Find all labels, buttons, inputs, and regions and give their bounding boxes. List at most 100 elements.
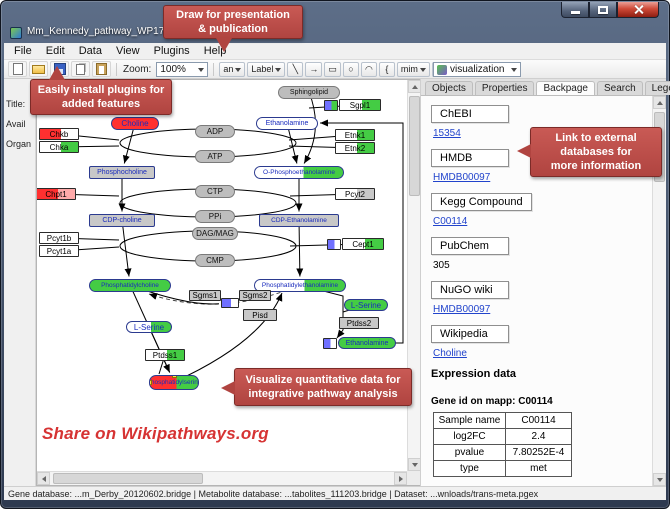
pathway-edge[interactable] bbox=[299, 284, 345, 339]
pathway-node-sgms2[interactable]: Sgms2 bbox=[239, 289, 271, 301]
selection-handle[interactable] bbox=[150, 375, 152, 378]
canvas-vertical-scrollbar[interactable] bbox=[407, 80, 421, 471]
pathway-node-ptdss1[interactable]: Ptdss1 bbox=[145, 349, 185, 361]
pathway-node-comp_cept1[interactable] bbox=[327, 238, 341, 250]
pathway-node-cmp[interactable]: CMP bbox=[195, 253, 235, 267]
title-bar[interactable]: Mm_Kennedy_pathway_WP1771_45176.gpml bbox=[1, 1, 669, 43]
scroll-down-button[interactable] bbox=[408, 458, 421, 471]
label-tool[interactable]: Label bbox=[247, 61, 286, 77]
pathway-node-lserine_right[interactable]: L-Serine bbox=[344, 299, 388, 311]
selection-handle[interactable] bbox=[172, 375, 177, 378]
pathway-edge[interactable] bbox=[122, 122, 136, 164]
minimize-button[interactable] bbox=[561, 2, 589, 18]
oval-tool[interactable]: ○ bbox=[342, 61, 359, 77]
maximize-button[interactable] bbox=[589, 2, 617, 18]
pathway-node-pisd[interactable]: Pisd bbox=[243, 309, 277, 321]
selection-handle[interactable] bbox=[198, 380, 199, 385]
backpage-external-link[interactable]: HMDB00097 bbox=[433, 304, 491, 315]
pathway-node-dag[interactable]: DAG/MAG bbox=[192, 226, 238, 240]
canvas-horizontal-scrollbar[interactable] bbox=[37, 471, 407, 485]
paste-icon bbox=[96, 63, 107, 75]
pathway-node-sgpl1[interactable]: Sgpl1 bbox=[339, 99, 381, 111]
chevron-down-icon bbox=[511, 68, 517, 75]
open-file-button[interactable] bbox=[29, 61, 48, 77]
pathway-node-ethanolamine_br[interactable]: Ethanolamine bbox=[338, 337, 396, 349]
pathway-node-ctp[interactable]: CTP bbox=[195, 184, 235, 198]
horizontal-scrollbar-thumb[interactable] bbox=[53, 473, 203, 484]
tab-properties[interactable]: Properties bbox=[474, 81, 535, 95]
backpage-external-link[interactable]: 15354 bbox=[433, 128, 461, 139]
mim-interaction-tool[interactable]: mim bbox=[396, 61, 430, 77]
backpage-external-link[interactable]: C00114 bbox=[433, 216, 468, 227]
pathway-node-cdp_choline[interactable]: CDP-choline bbox=[89, 213, 155, 227]
graphical-line-tool[interactable]: → bbox=[305, 61, 323, 77]
vertical-scrollbar-thumb[interactable] bbox=[409, 96, 420, 196]
pathway-node-lserine_left[interactable]: L-Serine bbox=[126, 321, 172, 333]
zoom-select[interactable]: 100% bbox=[156, 61, 209, 77]
paste-button[interactable] bbox=[92, 61, 111, 77]
pathway-node-ethanolamine_top[interactable]: Ethanolamine bbox=[256, 116, 318, 130]
pathway-node-chkb[interactable]: Chkb bbox=[39, 128, 79, 140]
tab-backpage[interactable]: Backpage bbox=[536, 81, 595, 95]
pathway-node-sphingolipid[interactable]: Sphingolipid bbox=[278, 85, 340, 99]
pathway-node-cept1[interactable]: Cept1 bbox=[342, 238, 384, 250]
pathway-node-o_pe[interactable]: O-Phosphoethanolamine bbox=[254, 165, 344, 179]
pathway-edge[interactable] bbox=[286, 122, 299, 164]
line-tool[interactable]: ╲ bbox=[287, 61, 304, 77]
visualization-value: visualization bbox=[450, 64, 505, 75]
pathway-node-pcyt1b[interactable]: Pcyt1b bbox=[39, 232, 79, 244]
menu-plugins[interactable]: Plugins bbox=[153, 45, 190, 57]
visualization-select[interactable]: visualization bbox=[433, 62, 521, 77]
pathway-node-sgms1[interactable]: Sgms1 bbox=[189, 289, 221, 301]
pathway-node-ps[interactable]: Phosphatidylserine bbox=[149, 374, 199, 390]
pathway-node-pcyt2[interactable]: Pcyt2 bbox=[335, 188, 375, 200]
close-button[interactable] bbox=[617, 2, 659, 18]
tab-search[interactable]: Search bbox=[596, 81, 643, 95]
pathway-node-ptdss2[interactable]: Ptdss2 bbox=[339, 317, 379, 329]
pathway-edge[interactable] bbox=[121, 219, 132, 277]
menu-view[interactable]: View bbox=[115, 45, 140, 57]
pathway-node-comp_sgpl1[interactable] bbox=[324, 99, 338, 111]
selection-handle[interactable] bbox=[150, 380, 152, 385]
pathway-node-chka[interactable]: Chka bbox=[39, 141, 79, 153]
selection-handle[interactable] bbox=[172, 389, 177, 390]
new-file-button[interactable] bbox=[8, 61, 27, 77]
pathway-node-chpt1[interactable]: Chpt1 bbox=[37, 188, 76, 200]
pathway-node-choline[interactable]: Choline bbox=[111, 116, 159, 130]
pathway-node-smbox[interactable] bbox=[221, 298, 239, 308]
copy-button[interactable] bbox=[71, 61, 90, 77]
expression-data-header: Expression data bbox=[431, 368, 516, 380]
scroll-up-button[interactable] bbox=[653, 96, 666, 109]
backpage-external-link[interactable]: Choline bbox=[433, 348, 467, 359]
scroll-left-button[interactable] bbox=[37, 472, 50, 485]
datanode-tool[interactable]: an bbox=[219, 61, 246, 77]
pathway-node-atp[interactable]: ATP bbox=[195, 149, 235, 163]
scroll-down-button[interactable] bbox=[653, 473, 666, 486]
pathway-node-cdp_e[interactable]: CDP-Ethanolamine bbox=[259, 213, 339, 227]
pathway-node-etnk2[interactable]: Etnk2 bbox=[335, 142, 375, 154]
pathway-node-comp_eth[interactable] bbox=[323, 337, 337, 349]
pathway-node-etnk1[interactable]: Etnk1 bbox=[335, 129, 375, 141]
menu-edit[interactable]: Edit bbox=[45, 45, 65, 57]
pathway-node-adp[interactable]: ADP bbox=[195, 124, 235, 138]
menu-data[interactable]: Data bbox=[78, 45, 102, 57]
rectangle-tool[interactable]: ▭ bbox=[324, 61, 341, 77]
pathway-node-ppi[interactable]: PPi bbox=[195, 209, 235, 223]
pathway-node-ptd_e[interactable]: Phosphatidylethanolamine bbox=[254, 278, 346, 292]
backpage-external-link[interactable]: HMDB00097 bbox=[433, 172, 491, 183]
scroll-right-button[interactable] bbox=[394, 472, 407, 485]
menu-file[interactable]: File bbox=[14, 45, 32, 57]
brace-tool[interactable]: { bbox=[378, 61, 395, 77]
tab-legend[interactable]: Legend bbox=[644, 81, 670, 95]
pathway-node-ptd_choline[interactable]: Phosphatidylcholine bbox=[89, 278, 171, 292]
pathway-node-phosphocholine[interactable]: Phosphocholine bbox=[89, 165, 155, 179]
tab-objects[interactable]: Objects bbox=[425, 81, 473, 95]
pathway-node-pcyt1a[interactable]: Pcyt1a bbox=[39, 245, 79, 257]
pathway-edge[interactable] bbox=[173, 292, 283, 383]
pathway-edge[interactable] bbox=[296, 219, 304, 277]
callout-link-text: more information bbox=[550, 160, 642, 173]
arc-tool[interactable]: ◠ bbox=[360, 61, 377, 77]
